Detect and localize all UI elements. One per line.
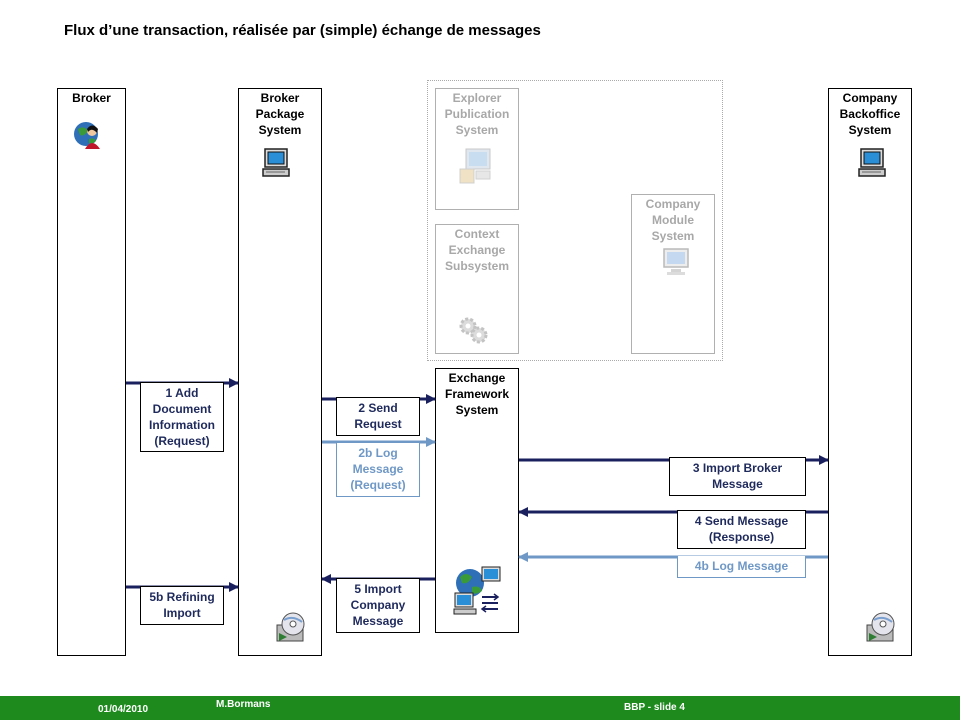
lane-exchange-framework-system: Exchange Framework System [435, 368, 519, 633]
message-2b-log-message: 2b Log Message (Request) [336, 442, 420, 497]
person-globe-icon [74, 122, 100, 149]
lane-broker-package-system: Broker Package System [238, 88, 322, 656]
lane-explorer-publication-system: Explorer Publication System [435, 88, 519, 210]
publication-computer-icon [459, 148, 491, 184]
footer-bar: 01/04/2010 M.Bormans BBP - slide 4 [0, 696, 960, 720]
lane-exchange-framework-label: Exchange Framework System [444, 371, 510, 417]
footer-slide-number: BBP - slide 4 [624, 702, 685, 713]
cd-install-icon [276, 612, 305, 642]
message-2-send-request: 2 Send Request [336, 397, 420, 436]
message-4b-log-message: 4b Log Message [677, 556, 806, 578]
lane-company-module-system: Company Module System [631, 194, 715, 354]
lane-broker-label: Broker [72, 91, 111, 105]
message-5b-refining-import: 5b Refining Import [140, 586, 224, 625]
lane-company-backoffice-system: Company Backoffice System [828, 88, 912, 656]
computer-icon [858, 148, 886, 177]
message-1-add-document-information: 1 Add Document Information (Request) [140, 382, 224, 452]
lane-broker: Broker [57, 88, 126, 656]
footer-author: M.Bormans [216, 699, 271, 710]
cd-install-icon [866, 612, 895, 642]
message-5-import-company-message: 5 Import Company Message [336, 578, 420, 633]
lane-company-module-label: Company Module System [645, 197, 701, 243]
message-4-send-message-response: 4 Send Message (Response) [677, 510, 806, 549]
inactive-systems-group [427, 80, 723, 361]
gears-icon [459, 317, 488, 344]
lane-explorer-label: Explorer Publication System [444, 91, 510, 137]
lane-context-exchange-subsystem: Context Exchange Subsystem [435, 224, 519, 354]
lane-context-label: Context Exchange Subsystem [444, 227, 510, 273]
page-title: Flux d’une transaction, réalisée par (si… [64, 22, 541, 39]
computer-icon [262, 148, 290, 177]
lane-company-backoffice-label: Company Backoffice System [839, 91, 901, 137]
lane-broker-package-label: Broker Package System [255, 91, 305, 137]
footer-date: 01/04/2010 [98, 704, 149, 715]
network-globe-icon [453, 566, 501, 615]
monitor-icon [663, 248, 689, 275]
message-3-import-broker-message: 3 Import Broker Message [669, 457, 806, 496]
